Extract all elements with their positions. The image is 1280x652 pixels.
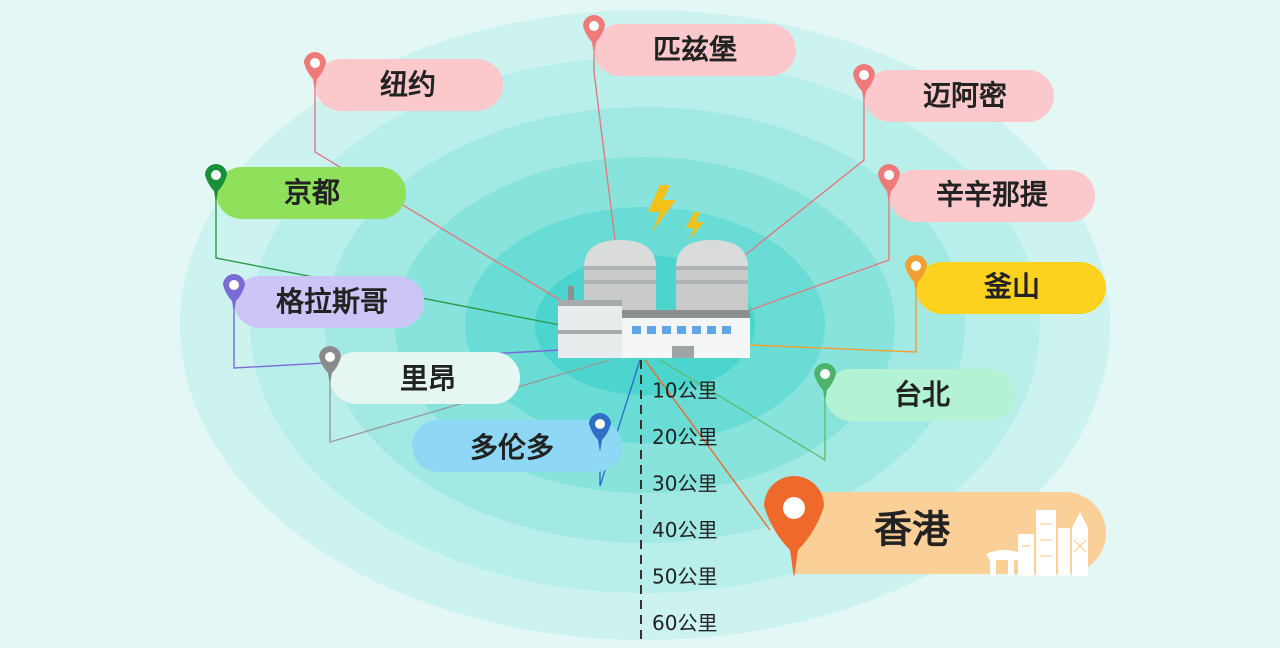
city-name: 迈阿密 [923,79,1007,112]
location-pin-icon [853,64,875,103]
location-pin-icon [223,274,245,313]
city-label-box [864,70,1054,122]
line-taipei [659,359,826,462]
city-name: 台北 [894,378,950,411]
lightning-icon [686,212,704,240]
scale-label-4: 40公里 [652,518,717,542]
city-name: 京都 [284,176,340,209]
city-label-pittsburgh: 匹兹堡 [583,15,796,76]
city-name: 辛辛那提 [936,178,1049,211]
location-pin-icon [589,413,611,452]
city-label-kyoto: 京都 [205,164,406,219]
city-name: 里昂 [400,362,456,395]
city-label-box [825,369,1015,421]
location-pin-icon [814,363,836,402]
hong-kong-skyline-icon [986,510,1088,576]
city-label-sincinnati: 辛辛那提 [878,164,1095,222]
city-label-box [594,24,796,76]
scale-labels: 10公里 20公里 30公里 40公里 50公里 60公里 [652,379,717,636]
line-kyoto [215,178,561,326]
line-hong-kong [644,359,771,531]
location-pin-icon [304,52,326,91]
city-label-lyon: 里昂 [319,346,520,404]
city-label-box [216,167,406,219]
city-label-box [889,170,1095,222]
scale-label-2: 20公里 [652,425,717,449]
city-label-taipei: 台北 [814,363,1015,421]
scale-label-1: 10公里 [652,379,717,403]
line-miami [744,80,865,256]
location-pin-icon [319,346,341,385]
city-label-box [330,352,520,404]
scale-label-5: 50公里 [652,565,717,589]
city-label-box [916,262,1106,314]
scale-label-3: 30公里 [652,472,717,496]
plant-building-left [558,300,622,358]
line-sincinnati [749,178,890,311]
location-pin-icon [764,476,824,578]
location-pin-icon [905,255,927,294]
location-pin-icon [205,164,227,203]
scale-label-6: 60公里 [652,611,717,635]
city-label-toronto: 多伦多 [412,413,622,472]
city-name: 香港 [874,508,951,552]
line-busan [749,270,917,353]
city-label-miami: 迈阿密 [853,64,1054,122]
city-label-box [315,59,503,111]
location-pin-icon [878,164,900,203]
city-name: 釜山 [983,270,1040,303]
line-new-york [314,72,561,301]
city-name: 多伦多 [470,431,554,464]
city-label-new-york: 纽约 [304,52,503,111]
connector-lines [215,30,917,531]
city-label-box [412,420,622,472]
location-pin-icon [583,15,605,54]
lightning-icon [648,185,676,232]
city-label-glasgow: 格拉斯哥 [223,274,424,328]
city-label-busan: 釜山 [905,255,1106,314]
city-name: 格拉斯哥 [276,285,388,318]
nuclear-plant-icon [558,185,750,358]
city-label-box [234,276,424,328]
city-name: 纽约 [380,68,436,101]
city-name: 匹兹堡 [653,33,737,66]
